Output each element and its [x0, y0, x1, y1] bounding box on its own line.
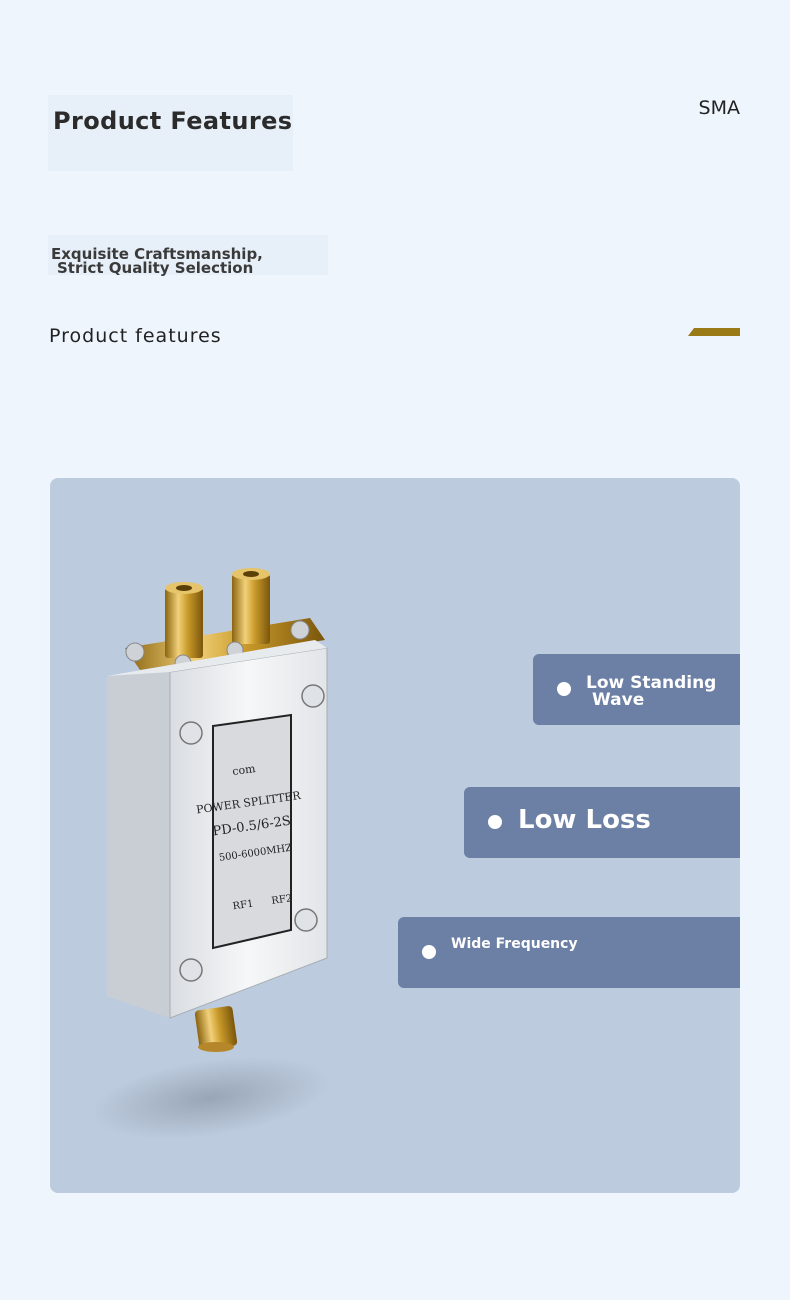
tagline-line-2: Strict Quality Selection: [57, 259, 254, 277]
section-subtitle: Product features: [49, 325, 222, 347]
bullet-icon: [488, 815, 502, 829]
page-title: Product Features: [53, 107, 293, 135]
feature-label-line-2: Wave: [592, 690, 645, 710]
tagline-background: [48, 235, 328, 275]
bullet-icon: [422, 945, 436, 959]
label-port-right: RF2: [271, 893, 293, 907]
feature-label: Low Standing: [586, 673, 717, 693]
power-splitter-image: com POWER SPLITTER PD-0.5/6-2S 500-6000M…: [95, 568, 329, 1140]
bullet-icon: [557, 682, 571, 696]
feature-label: Wide Frequency: [451, 936, 578, 952]
feature-low-standing-wave: Low Standing Wave: [533, 654, 740, 725]
connector-type-label: SMA: [698, 97, 740, 119]
label-top: com: [231, 762, 256, 778]
feature-low-loss: Low Loss: [464, 787, 740, 858]
accent-bar: [688, 328, 740, 336]
feature-label: Low Loss: [518, 805, 651, 835]
label-port-left: RF1: [232, 899, 254, 913]
feature-wide-frequency: Wide Frequency: [398, 917, 740, 988]
title-background: [48, 95, 293, 171]
tagline-line-1: Exquisite Craftsmanship,: [51, 245, 263, 263]
product-panel: com POWER SPLITTER PD-0.5/6-2S 500-6000M…: [50, 478, 740, 1193]
